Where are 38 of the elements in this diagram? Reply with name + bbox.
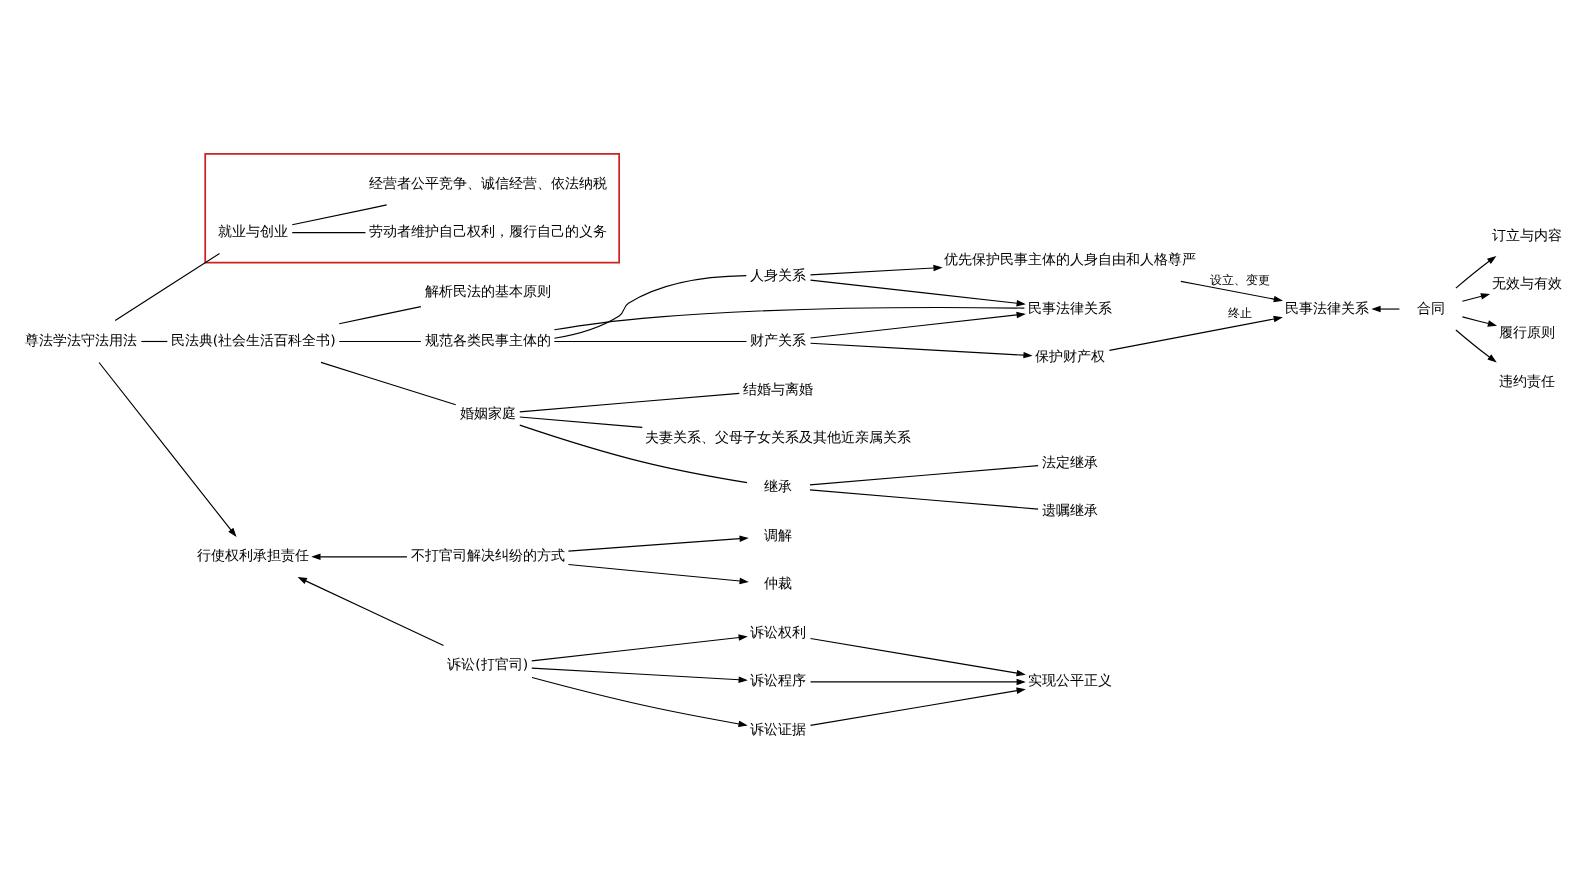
connector: [553, 339, 748, 342]
arrow: [809, 278, 1026, 306]
arrow: [567, 562, 749, 584]
arrow: [809, 677, 1026, 685]
connector: [809, 488, 1039, 509]
connector: [519, 391, 740, 412]
arrow: [311, 552, 408, 560]
connector: [553, 306, 1025, 330]
cluster: [204, 152, 621, 263]
connector: [338, 339, 422, 342]
arrow: [531, 633, 748, 661]
arrow: [809, 310, 1026, 338]
connector: [809, 464, 1039, 485]
arrow: [1180, 279, 1283, 302]
arrow: [98, 360, 237, 537]
connector: [114, 251, 221, 321]
connector: [291, 231, 367, 233]
connector: [553, 274, 747, 338]
arrow: [531, 675, 748, 727]
connector: [140, 339, 168, 342]
connector: [320, 360, 457, 405]
connector: [519, 415, 643, 427]
arrow: [809, 263, 943, 275]
arrow: [531, 666, 748, 682]
connector: [291, 203, 388, 225]
arrow: [1371, 304, 1400, 312]
arrow: [1455, 254, 1497, 288]
arrow: [809, 341, 1033, 358]
arrow: [1455, 328, 1497, 362]
arrow: [297, 576, 445, 646]
connector: [338, 305, 422, 324]
arrow: [1108, 314, 1283, 350]
arrow: [567, 534, 749, 551]
connector: [519, 423, 748, 483]
arrow: [809, 636, 1026, 676]
arrow: [1461, 292, 1491, 301]
arrow: [1461, 315, 1498, 326]
arrow: [809, 686, 1026, 725]
